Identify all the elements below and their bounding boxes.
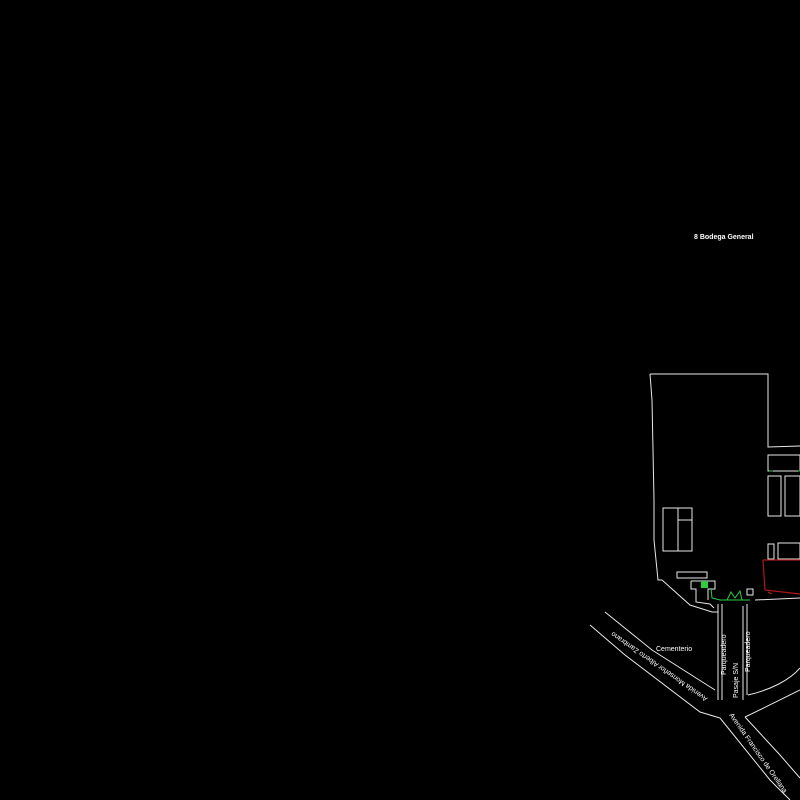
passage-label: Pasaje S/N (733, 663, 740, 698)
cemetery-blocks (662, 507, 800, 609)
streets (589, 604, 800, 800)
parking-left-label: Parqueadero (721, 634, 728, 675)
right-buildings (762, 454, 800, 595)
avenue-monsenor-label: Avenida Monseñor Alberto Zambrano (610, 630, 709, 702)
parking-right-label: Parqueadero (745, 631, 752, 672)
site-boundary (649, 373, 800, 613)
cemetery-label: Cementerio (656, 646, 692, 653)
building-label: 8 Bodega General (694, 234, 754, 241)
